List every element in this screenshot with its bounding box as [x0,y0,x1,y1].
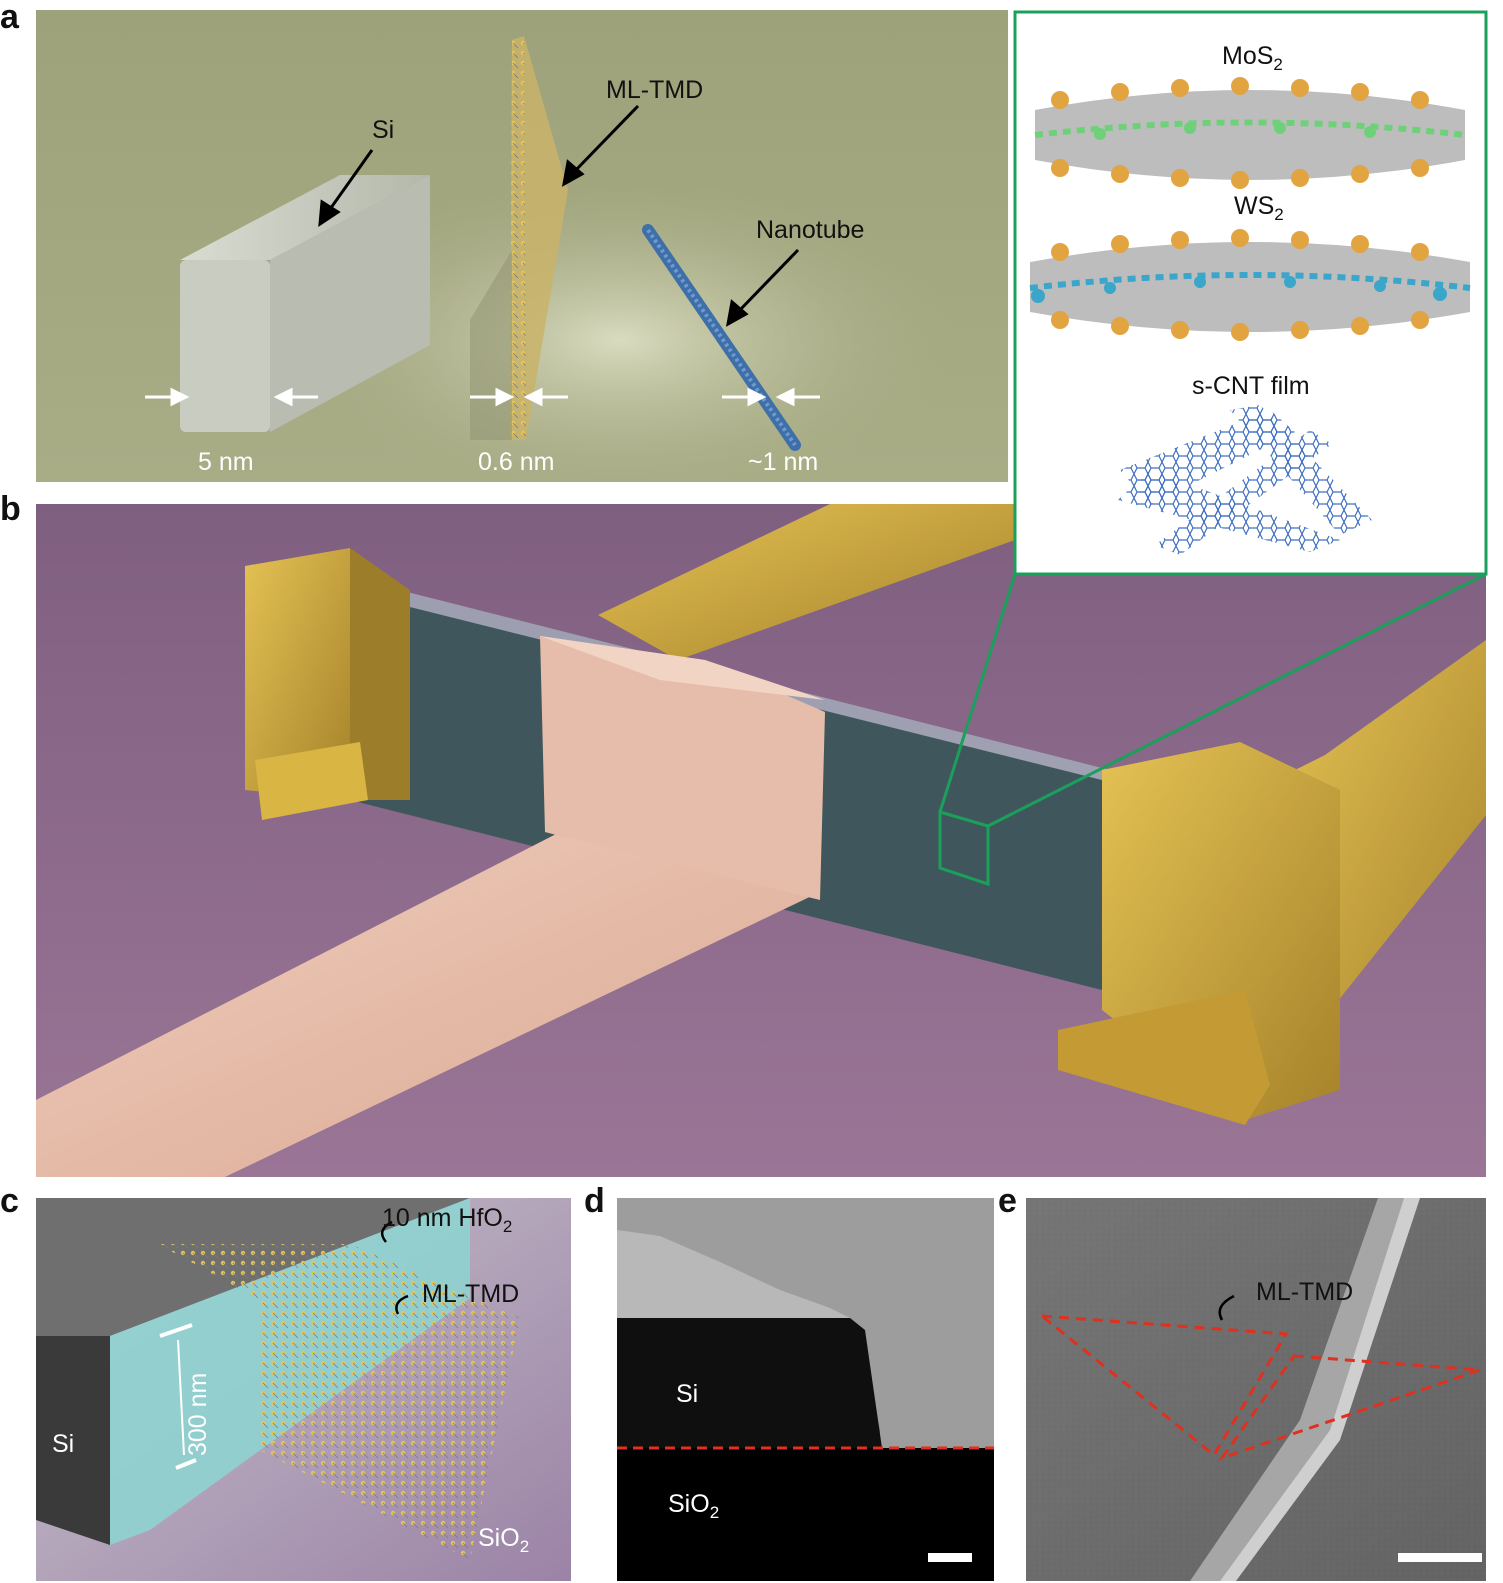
hfo2-label: 10 nm HfO2 [382,1204,512,1236]
nanotube-label: Nanotube [756,216,864,244]
ridge-e [1190,1198,1404,1581]
si-block-front [36,1336,110,1545]
dimension-arrows [145,387,820,407]
mos2-lattice [1034,77,1466,189]
panel-d: d Si SiO2 [584,1182,994,1581]
si-label-d: Si [676,1380,698,1408]
ws2-label: WS2 [1234,192,1284,224]
tmd-label-c: ML-TMD [422,1280,519,1308]
tmd-hook [395,1294,409,1315]
panel-e: e ML-TMD [998,1182,1486,1581]
ws2-lattice [1029,229,1471,341]
si-label-c: Si [52,1430,74,1458]
si-region-d [617,1318,882,1448]
scale-bar-d [928,1553,972,1562]
tmd-sheet-c [158,1244,520,1560]
panel-d-letter: d [584,1182,605,1220]
tmd-label-e: ML-TMD [1256,1278,1353,1306]
sem-edge-d [617,1230,850,1318]
panel-b-letter: b [0,490,21,528]
inset-connector-left [938,573,1017,813]
si-fin [180,175,430,432]
si-label: Si [372,116,394,144]
inset: MoS2 WS2 [1013,10,1488,576]
tmd-outline-left [1037,1314,1289,1458]
right-contact [1058,742,1340,1125]
tmd-hook-e [1218,1294,1235,1321]
panel-e-letter: e [998,1182,1017,1220]
mos2-label: MoS2 [1222,42,1283,74]
dim-si: 5 nm [198,448,254,476]
inset-connector-right [987,572,1487,828]
dim-tmd: 0.6 nm [478,448,554,476]
cnt-label: s-CNT film [1192,372,1310,400]
scale-bar-e [1398,1553,1482,1562]
inset-selector [938,810,990,887]
sio2-label-d: SiO2 [668,1490,719,1522]
panel-c: c 10 nm HfO2 ML-TMD 300 nm Si SiO2 [0,1182,571,1581]
height-label: 300 nm [184,1373,212,1456]
hfo2-hook [380,1220,393,1243]
panel-a-letter: a [0,0,20,36]
panel-c-letter: c [0,1182,19,1220]
panel-a: a [0,0,1008,482]
dim-nanotube: ~1 nm [748,448,818,476]
tmd-label: ML-TMD [606,76,703,104]
height-bracket [159,1323,197,1470]
gate [36,636,825,1177]
callout-arrows [318,104,800,327]
cnt-film [1118,405,1372,555]
ridge-highlight-e [1220,1198,1420,1581]
left-contact [245,548,410,820]
panel-b: b [0,490,1487,1177]
sio2-label-c: SiO2 [478,1524,529,1556]
tmd-outline-right [1218,1354,1481,1461]
nanotube-texture [646,228,797,447]
back-gold-lead [598,504,1015,660]
